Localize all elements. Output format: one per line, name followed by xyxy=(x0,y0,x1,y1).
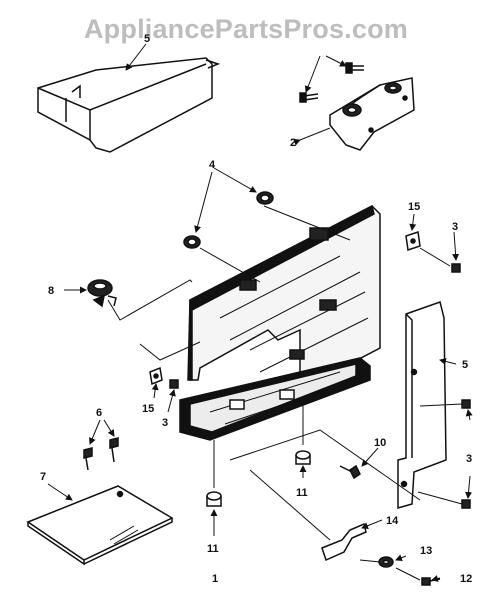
callout-11-left: 11 xyxy=(207,543,219,555)
leader-lines xyxy=(47,43,473,582)
side-panel-part xyxy=(397,301,447,509)
knob-part xyxy=(87,279,117,308)
callout-2: 2 xyxy=(290,137,296,149)
callout-4: 4 xyxy=(209,159,216,171)
callout-15-left: 15 xyxy=(142,403,154,415)
screw-10-part xyxy=(339,464,361,480)
clip-parts xyxy=(149,231,421,386)
callout-8: 8 xyxy=(48,285,54,297)
hinge-bracket-part xyxy=(299,62,415,151)
callout-7: 7 xyxy=(40,471,46,483)
callout-11-right: 11 xyxy=(296,487,308,499)
callout-12: 12 xyxy=(460,573,472,585)
foot-parts xyxy=(206,450,311,507)
latch-bracket-part xyxy=(321,522,367,562)
plate-screws-part xyxy=(83,437,119,471)
bumper-parts xyxy=(183,191,274,249)
callout-labels: 5 2 4 15 3 8 5 15 3 6 3 7 10 11 11 14 13… xyxy=(40,33,472,585)
callout-6: 6 xyxy=(96,407,102,419)
watermark-text: AppliancePartsPros.com xyxy=(83,14,408,44)
callout-10: 10 xyxy=(374,437,386,449)
washer-part xyxy=(378,556,394,568)
callout-14: 14 xyxy=(386,515,399,527)
callout-5-right: 5 xyxy=(462,359,468,371)
callout-3-right-top: 3 xyxy=(452,221,458,233)
callout-3-left: 3 xyxy=(162,417,168,429)
main-chassis-part xyxy=(179,204,381,441)
callout-1: 1 xyxy=(212,573,218,585)
callout-3-right-bottom: 3 xyxy=(466,453,472,465)
callout-13: 13 xyxy=(420,545,432,557)
bed-plate-part xyxy=(26,485,174,566)
cover-block-part xyxy=(37,57,221,153)
callout-15-top: 15 xyxy=(408,201,420,213)
callout-5-top: 5 xyxy=(144,33,150,45)
